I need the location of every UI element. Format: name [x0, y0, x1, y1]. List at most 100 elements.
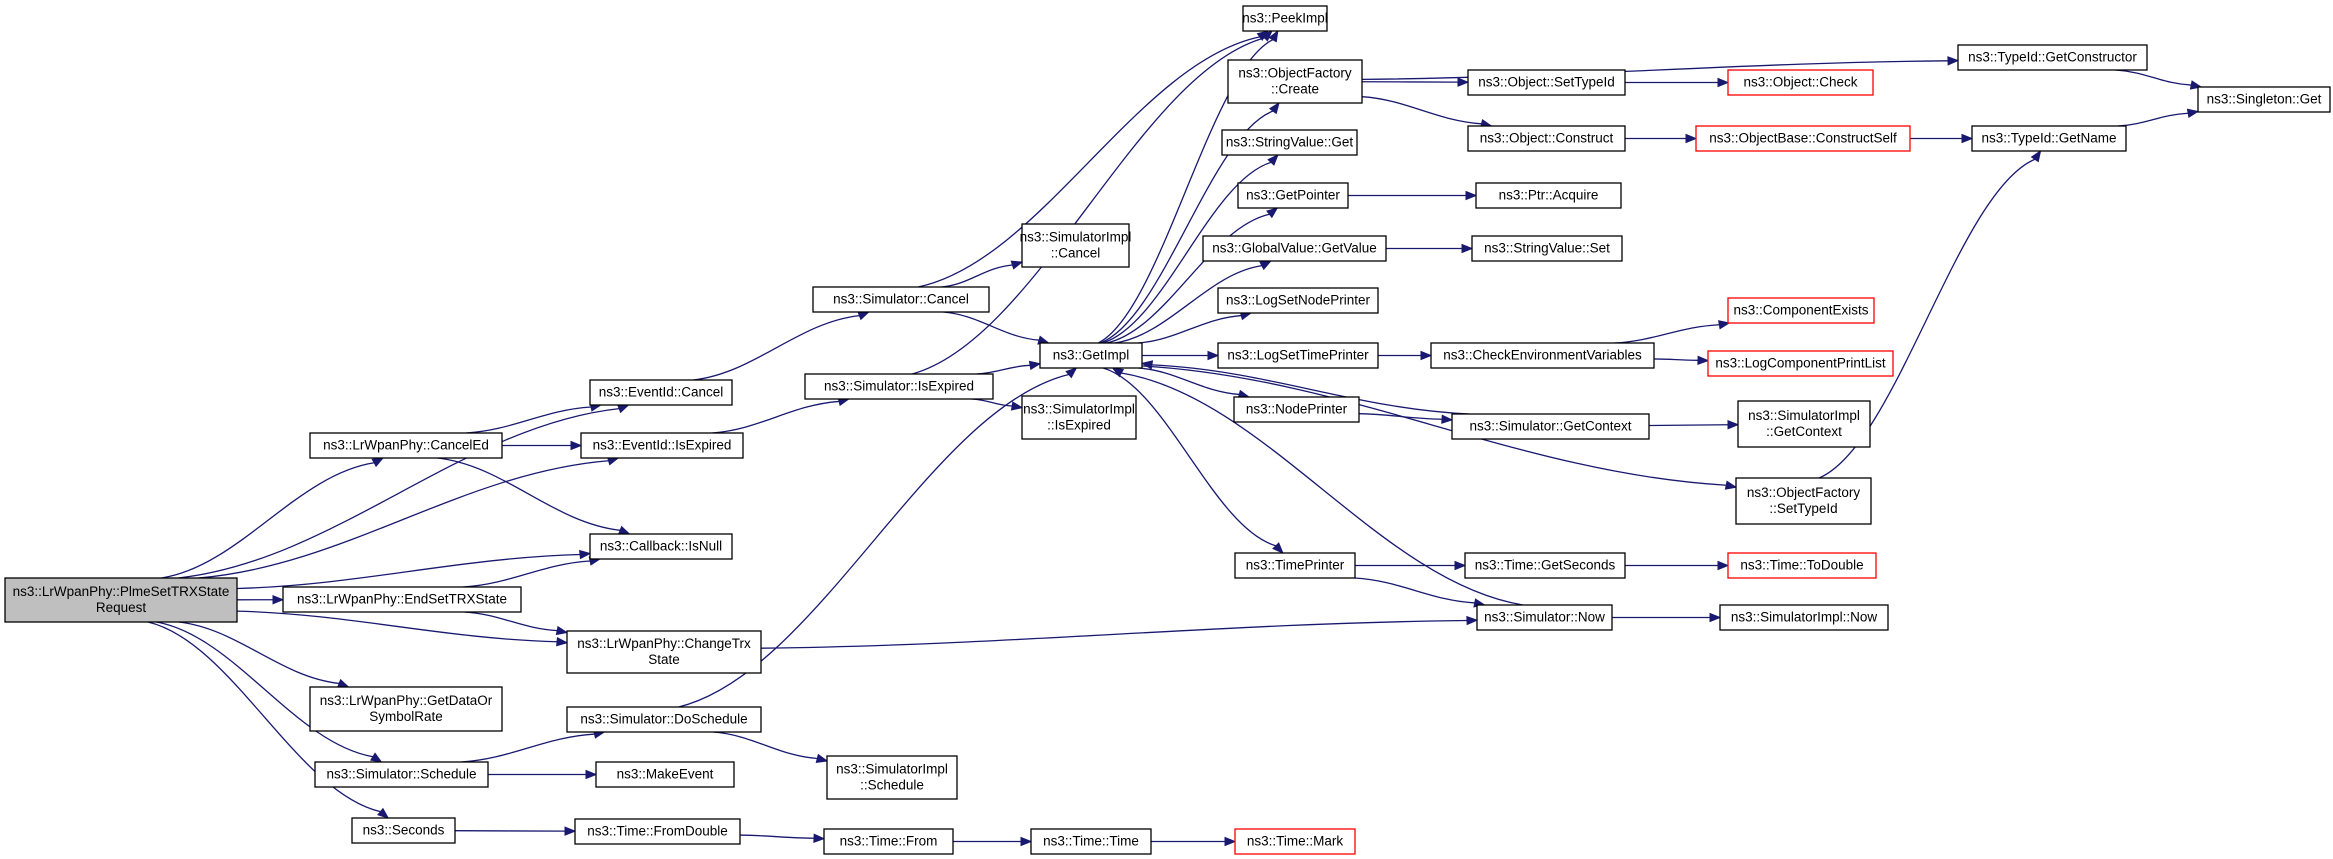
- node-typeIdGetCtor[interactable]: ns3::TypeId::GetConstructor: [1957, 44, 2148, 71]
- node-timeFrom[interactable]: ns3::Time::From: [823, 828, 954, 855]
- node-label: ns3::ObjectBase::ConstructSelf: [1709, 131, 1897, 146]
- call-edge-objFactCreate-to-objConstruct: [1361, 96, 1493, 129]
- arrowhead-icon: [2030, 149, 2042, 163]
- node-singletonGet[interactable]: ns3::Singleton::Get: [2197, 86, 2331, 113]
- node-evIsExpired[interactable]: ns3::EventId::IsExpired: [580, 432, 744, 459]
- node-ptrAcquire[interactable]: ns3::Ptr::Acquire: [1475, 182, 1622, 209]
- node-evCancel[interactable]: ns3::EventId::Cancel: [589, 379, 733, 406]
- node-simImplNow[interactable]: ns3::SimulatorImpl::Now: [1719, 604, 1889, 631]
- call-edge-doSchedule-to-getImpl: [678, 367, 1078, 708]
- node-cbIsNull[interactable]: ns3::Callback::IsNull: [589, 533, 733, 560]
- node-getImpl[interactable]: ns3::GetImpl: [1039, 342, 1143, 369]
- call-edge-timePrinter-to-timeGetSeconds: [1355, 560, 1467, 571]
- node-objBaseConstruct[interactable]: ns3::ObjectBase::ConstructSelf: [1695, 125, 1911, 152]
- edge-line: [911, 37, 1265, 375]
- node-timeMark[interactable]: ns3::Time::Mark: [1234, 828, 1356, 855]
- node-timePrinter[interactable]: ns3::TimePrinter: [1234, 552, 1356, 579]
- call-edge-doSchedule-to-simImplSchedule: [713, 731, 829, 763]
- node-box: [1467, 69, 1626, 96]
- node-logSetTime[interactable]: ns3::LogSetTimePrinter: [1217, 342, 1379, 369]
- call-edge-simIsExpired-to-peekImpl: [911, 30, 1273, 375]
- node-cancelEd[interactable]: ns3::LrWpanPhy::CancelEd: [309, 432, 503, 459]
- edge-line: [461, 733, 595, 763]
- call-edge-cancelEd-to-evIsExpired: [501, 440, 583, 451]
- node-box: [309, 432, 503, 459]
- node-box: [1476, 604, 1613, 631]
- node-box: [589, 533, 733, 560]
- node-box: [574, 818, 741, 845]
- node-objSetTypeId[interactable]: ns3::Object::SetTypeId: [1467, 69, 1626, 96]
- node-nodePrinter[interactable]: ns3::NodePrinter: [1233, 396, 1360, 423]
- node-simImplCancel[interactable]: ns3::SimulatorImpl::Cancel: [1020, 223, 1132, 268]
- node-typeIdGetName[interactable]: ns3::TypeId::GetName: [1971, 125, 2127, 152]
- edge-line: [1102, 367, 1277, 547]
- node-makeEvent[interactable]: ns3::MakeEvent: [595, 761, 735, 788]
- node-label: ns3::ObjectFactory: [1747, 485, 1861, 500]
- arrowhead-icon: [570, 440, 583, 451]
- edge-line: [236, 553, 581, 590]
- call-edge-timePrinter-to-simNow: [1354, 577, 1486, 608]
- node-simIsExpired[interactable]: ns3::Simulator::IsExpired: [804, 373, 994, 400]
- node-label: ns3::LrWpanPhy::GetDataOr: [320, 693, 493, 708]
- call-edge-typeIdGetCtor-to-singletonGet: [2115, 69, 2203, 90]
- node-strValGet[interactable]: ns3::StringValue::Get: [1221, 129, 1358, 156]
- node-compExists[interactable]: ns3::ComponentExists: [1727, 297, 1875, 324]
- node-timeGetSeconds[interactable]: ns3::Time::GetSeconds: [1464, 552, 1626, 579]
- node-schedule[interactable]: ns3::Simulator::Schedule: [314, 761, 489, 788]
- node-box: [589, 379, 733, 406]
- node-doSchedule[interactable]: ns3::Simulator::DoSchedule: [566, 706, 762, 733]
- node-simImplGetContext[interactable]: ns3::SimulatorImpl::GetContext: [1737, 400, 1871, 448]
- node-fromDouble[interactable]: ns3::Time::FromDouble: [574, 818, 741, 845]
- node-box: [1030, 828, 1152, 855]
- node-logSetNode[interactable]: ns3::LogSetNodePrinter: [1217, 287, 1379, 314]
- node-strValSet[interactable]: ns3::StringValue::Set: [1471, 235, 1623, 262]
- node-label: ns3::Simulator::GetContext: [1469, 419, 1631, 434]
- node-label: ns3::SimulatorImpl: [1023, 402, 1135, 417]
- node-box: [1237, 182, 1349, 209]
- node-peekImpl[interactable]: ns3::PeekImpl: [1242, 5, 1328, 32]
- node-simImplIsExpired[interactable]: ns3::SimulatorImpl::IsExpired: [1021, 395, 1137, 440]
- node-objConstruct[interactable]: ns3::Object::Construct: [1467, 125, 1626, 152]
- node-globalValGet[interactable]: ns3::GlobalValue::GetValue: [1202, 235, 1387, 262]
- node-logCompPrint[interactable]: ns3::LogComponentPrintList: [1707, 350, 1894, 377]
- arrowhead-icon: [1961, 133, 1974, 144]
- node-simCancel[interactable]: ns3::Simulator::Cancel: [812, 286, 990, 313]
- node-seconds[interactable]: ns3::Seconds: [351, 817, 456, 844]
- node-objFactSetTypeId[interactable]: ns3::ObjectFactory::SetTypeId: [1735, 477, 1872, 525]
- node-checkEnv[interactable]: ns3::CheckEnvironmentVariables: [1430, 342, 1655, 369]
- node-timeToDouble[interactable]: ns3::Time::ToDouble: [1727, 552, 1877, 579]
- node-label: State: [648, 652, 680, 667]
- arrowhead-icon: [555, 625, 569, 636]
- node-simImplSchedule[interactable]: ns3::SimulatorImpl::Schedule: [826, 755, 958, 800]
- node-objFactCreate[interactable]: ns3::ObjectFactory::Create: [1227, 59, 1363, 104]
- call-edge-getImpl-to-objFactSetTypeId: [1141, 365, 1738, 490]
- node-box: [1695, 125, 1911, 152]
- call-edge-simIsExpired-to-getImpl: [976, 360, 1042, 375]
- arrowhead-icon: [1718, 320, 1731, 330]
- node-timeTime[interactable]: ns3::Time::Time: [1030, 828, 1152, 855]
- arrowhead-icon: [1028, 360, 1042, 371]
- call-edge-schedule-to-makeEvent: [488, 769, 598, 780]
- node-simNow[interactable]: ns3::Simulator::Now: [1476, 604, 1613, 631]
- edge-line: [463, 560, 591, 588]
- node-simGetContext[interactable]: ns3::Simulator::GetContext: [1451, 413, 1650, 440]
- node-label: ns3::Simulator::IsExpired: [824, 379, 974, 394]
- arrowhead-icon: [1010, 401, 1024, 411]
- node-box: [1202, 235, 1387, 262]
- call-edge-simGetContext-to-getImpl: [1140, 360, 1470, 415]
- node-box: [1475, 182, 1622, 209]
- node-box: [804, 373, 994, 400]
- call-edge-getPointer-to-ptrAcquire: [1348, 190, 1478, 201]
- edge-line: [971, 398, 1013, 407]
- node-getPointer[interactable]: ns3::GetPointer: [1237, 182, 1349, 209]
- edge-line: [943, 311, 1040, 341]
- arrowhead-icon: [1010, 260, 1024, 270]
- call-edge-objConstruct-to-objBaseConstruct: [1625, 133, 1698, 144]
- call-edge-getImpl-to-objFactCreate: [1100, 101, 1280, 344]
- node-objCheck[interactable]: ns3::Object::Check: [1727, 69, 1874, 96]
- node-label: ns3::CheckEnvironmentVariables: [1443, 348, 1642, 363]
- arrowhead-icon: [377, 807, 390, 819]
- node-endSet[interactable]: ns3::LrWpanPhy::EndSetTRXState: [282, 586, 522, 613]
